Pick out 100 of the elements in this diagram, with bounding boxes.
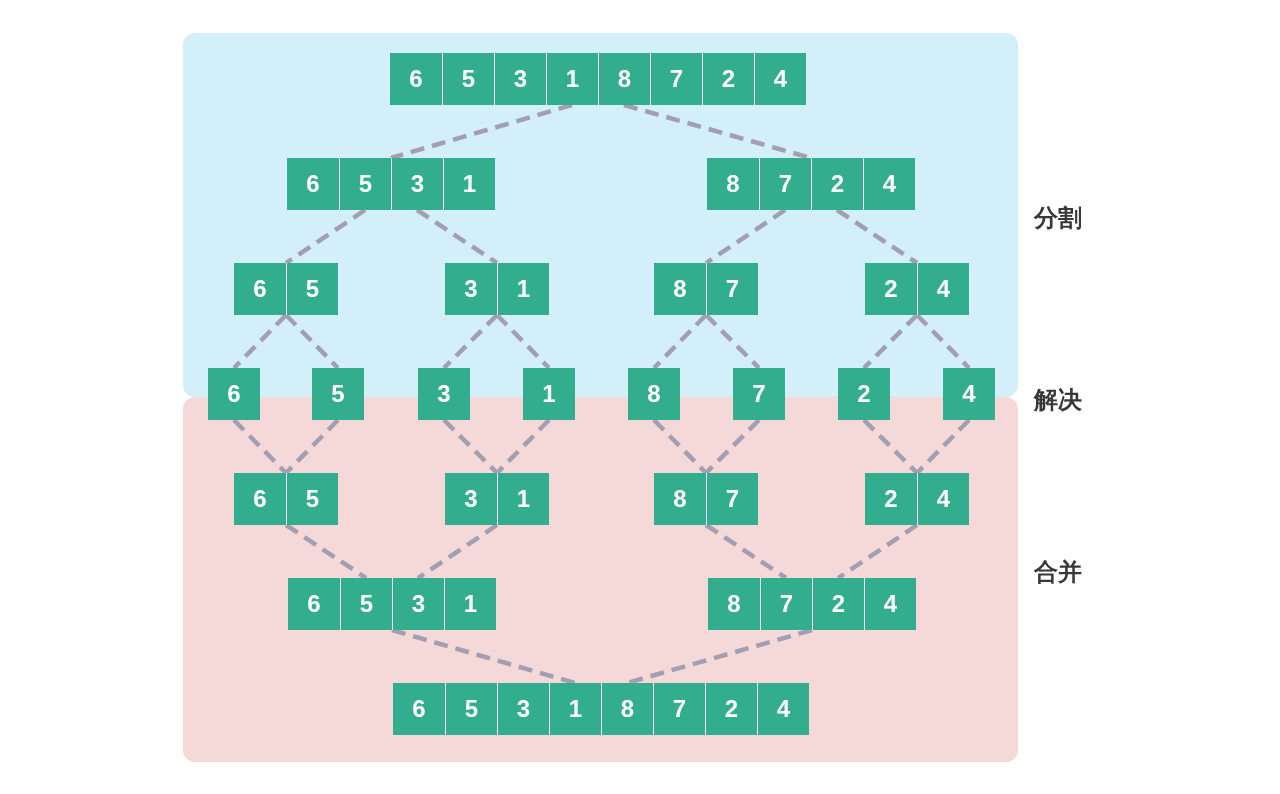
array-value: 1 — [497, 473, 549, 525]
array-value: 1 — [546, 53, 598, 105]
array-value: 8 — [601, 683, 653, 735]
array-box — [654, 263, 758, 315]
array-value: 6 — [408, 64, 424, 94]
array-value: 3 — [463, 274, 479, 304]
array-value: 2 — [812, 578, 864, 630]
array-value: 4 — [864, 578, 916, 630]
array-value: 5 — [330, 379, 346, 409]
array-value: 4 — [754, 53, 806, 105]
array-box — [654, 473, 758, 525]
array-value: 7 — [653, 683, 705, 735]
dashed-connector — [284, 523, 368, 580]
array-value: 5 — [286, 473, 338, 525]
array-value: 4 — [961, 379, 977, 409]
array-value: 3 — [494, 53, 546, 105]
array-value: 4 — [917, 473, 969, 525]
array-value: 3 — [392, 578, 444, 630]
array-box — [708, 578, 916, 630]
dashed-connector — [652, 418, 708, 475]
array-value: 7 — [760, 578, 812, 630]
dashed-connector — [704, 313, 761, 370]
array-value: 8 — [725, 169, 741, 199]
array-value: 5 — [339, 158, 391, 210]
array-value: 2 — [883, 484, 899, 514]
dashed-connector — [862, 418, 919, 475]
array-value: 8 — [726, 589, 742, 619]
dashed-connector — [232, 313, 288, 370]
array-value: 1 — [549, 683, 601, 735]
array-value: 6 — [226, 379, 242, 409]
array-value: 2 — [856, 379, 872, 409]
dashed-connector — [284, 313, 340, 370]
array-value: 8 — [598, 53, 650, 105]
array-value: 3 — [391, 158, 443, 210]
array-value: 2 — [702, 53, 754, 105]
array-value: 5 — [340, 578, 392, 630]
array-box — [418, 368, 470, 420]
array-box — [733, 368, 785, 420]
array-value: 1 — [497, 263, 549, 315]
dashed-connector — [836, 523, 919, 580]
dashed-connector — [495, 313, 551, 370]
array-value: 6 — [411, 694, 427, 724]
array-box — [234, 473, 338, 525]
array-box — [390, 53, 806, 105]
array-value: 7 — [706, 473, 758, 525]
dashed-connector — [704, 418, 761, 475]
dashed-connector — [862, 313, 919, 370]
array-value: 8 — [672, 274, 688, 304]
array-value: 1 — [444, 578, 496, 630]
array-value: 7 — [706, 263, 758, 315]
dashed-connector — [415, 208, 499, 265]
array-value: 4 — [917, 263, 969, 315]
dashed-connector — [416, 523, 499, 580]
array-value: 6 — [252, 274, 268, 304]
array-box — [393, 683, 809, 735]
array-value: 5 — [445, 683, 497, 735]
array-box — [865, 263, 969, 315]
dashed-connector — [442, 313, 499, 370]
array-value: 7 — [650, 53, 702, 105]
dashed-connector — [835, 208, 919, 265]
array-box — [287, 158, 495, 210]
dashed-connector — [652, 313, 708, 370]
dashed-connector — [915, 418, 971, 475]
dashed-connector — [442, 418, 499, 475]
array-box — [445, 473, 549, 525]
array-value: 7 — [759, 158, 811, 210]
array-box — [208, 368, 260, 420]
array-value: 1 — [541, 379, 557, 409]
stage-label: 解决 — [1034, 385, 1082, 416]
array-value: 4 — [757, 683, 809, 735]
array-value: 1 — [443, 158, 495, 210]
dashed-connector — [495, 418, 551, 475]
array-value: 5 — [442, 53, 494, 105]
array-box — [865, 473, 969, 525]
array-value: 3 — [497, 683, 549, 735]
array-box — [523, 368, 575, 420]
array-value: 6 — [252, 484, 268, 514]
dashed-connector — [915, 313, 971, 370]
array-box — [628, 368, 680, 420]
array-box — [838, 368, 890, 420]
array-box — [707, 158, 915, 210]
array-box — [312, 368, 364, 420]
array-box — [234, 263, 338, 315]
array-value: 5 — [286, 263, 338, 315]
array-value: 2 — [811, 158, 863, 210]
array-value: 8 — [672, 484, 688, 514]
array-box — [943, 368, 995, 420]
array-value: 4 — [863, 158, 915, 210]
array-box — [288, 578, 496, 630]
array-value: 3 — [436, 379, 452, 409]
dashed-connector — [704, 523, 788, 580]
array-value: 6 — [305, 169, 321, 199]
dashed-connector — [704, 208, 787, 265]
array-value: 6 — [306, 589, 322, 619]
stage-label: 合并 — [1034, 557, 1082, 588]
array-value: 7 — [751, 379, 767, 409]
array-box — [445, 263, 549, 315]
array-value: 2 — [705, 683, 757, 735]
array-value: 2 — [883, 274, 899, 304]
array-value: 3 — [463, 484, 479, 514]
